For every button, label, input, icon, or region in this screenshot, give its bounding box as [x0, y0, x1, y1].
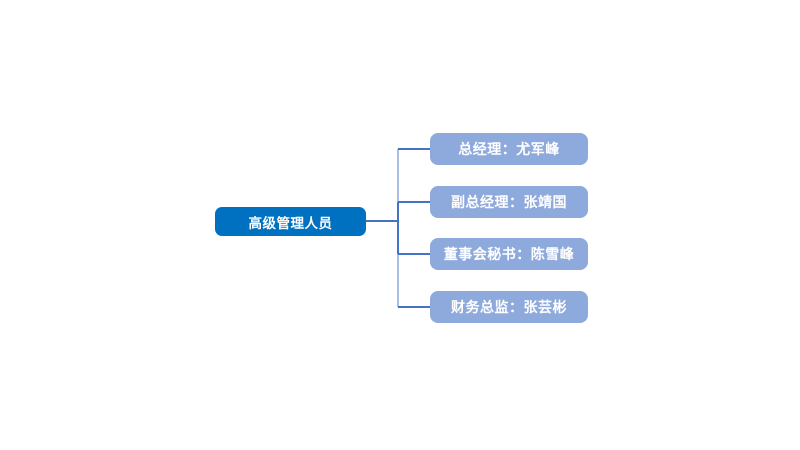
- node-root-label: 高级管理人员: [248, 215, 333, 232]
- node-child-label: 总经理：尤军峰: [458, 142, 560, 158]
- node-child-deputy-general-manager[interactable]: 副总经理：张靖国: [430, 186, 588, 218]
- node-child-label: 副总经理：张靖国: [451, 195, 567, 211]
- node-child-cfo[interactable]: 财务总监：张芸彬: [430, 291, 588, 323]
- node-root[interactable]: 高级管理人员: [215, 207, 366, 236]
- node-child-label: 财务总监：张芸彬: [451, 300, 567, 316]
- node-child-label: 董事会秘书：陈雪峰: [443, 247, 575, 263]
- node-child-board-secretary[interactable]: 董事会秘书：陈雪峰: [430, 238, 588, 270]
- node-child-general-manager[interactable]: 总经理：尤军峰: [430, 133, 588, 165]
